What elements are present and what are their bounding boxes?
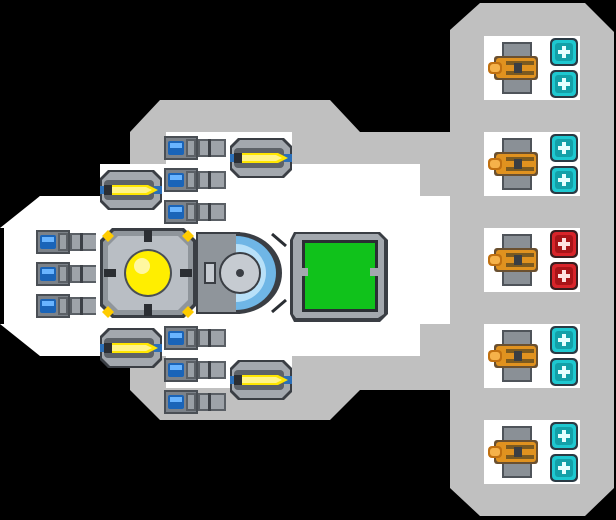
red-port-icon[interactable]	[550, 262, 578, 290]
cyan-port-icon[interactable]	[550, 358, 578, 386]
turret-bay-2[interactable]	[484, 132, 580, 196]
yellow-gun-icon[interactable]	[230, 360, 292, 400]
yellow-gun-icon[interactable]	[230, 138, 292, 178]
cyan-port-icon[interactable]	[550, 422, 578, 450]
cyan-port-icon[interactable]	[550, 134, 578, 162]
cyan-port-icon[interactable]	[550, 166, 578, 194]
thruster-icon	[164, 168, 226, 192]
yellow-gun-icon[interactable]	[100, 328, 162, 368]
turret-bay-4[interactable]	[484, 324, 580, 388]
shield-dome-icon[interactable]	[196, 232, 282, 314]
turret-bay-5[interactable]	[484, 420, 580, 484]
red-port-icon[interactable]	[550, 230, 578, 258]
reactor-core-icon[interactable]	[96, 226, 200, 320]
cyan-port-icon[interactable]	[550, 454, 578, 482]
cyan-port-icon[interactable]	[550, 326, 578, 354]
thruster-icon	[36, 294, 98, 318]
turret-bay-3[interactable]	[484, 228, 580, 292]
turret-icon	[484, 132, 548, 196]
thruster-icon	[164, 136, 226, 160]
thruster-icon	[164, 326, 226, 350]
thruster-group-bottom[interactable]	[164, 326, 226, 414]
thruster-group-rear[interactable]	[36, 230, 98, 318]
turret-icon	[484, 324, 548, 388]
yellow-gun-icon[interactable]	[100, 170, 162, 210]
turret-icon	[484, 36, 548, 100]
thruster-icon	[164, 200, 226, 224]
turret-bay-column	[484, 36, 580, 484]
thruster-icon	[164, 358, 226, 382]
turret-icon	[484, 420, 548, 484]
turret-icon	[484, 228, 548, 292]
thruster-icon	[36, 230, 98, 254]
cyan-port-icon[interactable]	[550, 70, 578, 98]
thruster-group-top[interactable]	[164, 136, 226, 224]
cyan-port-icon[interactable]	[550, 38, 578, 66]
thruster-icon	[164, 390, 226, 414]
turret-bay-1[interactable]	[484, 36, 580, 100]
thruster-icon	[36, 262, 98, 286]
green-console-icon[interactable]	[271, 232, 388, 322]
